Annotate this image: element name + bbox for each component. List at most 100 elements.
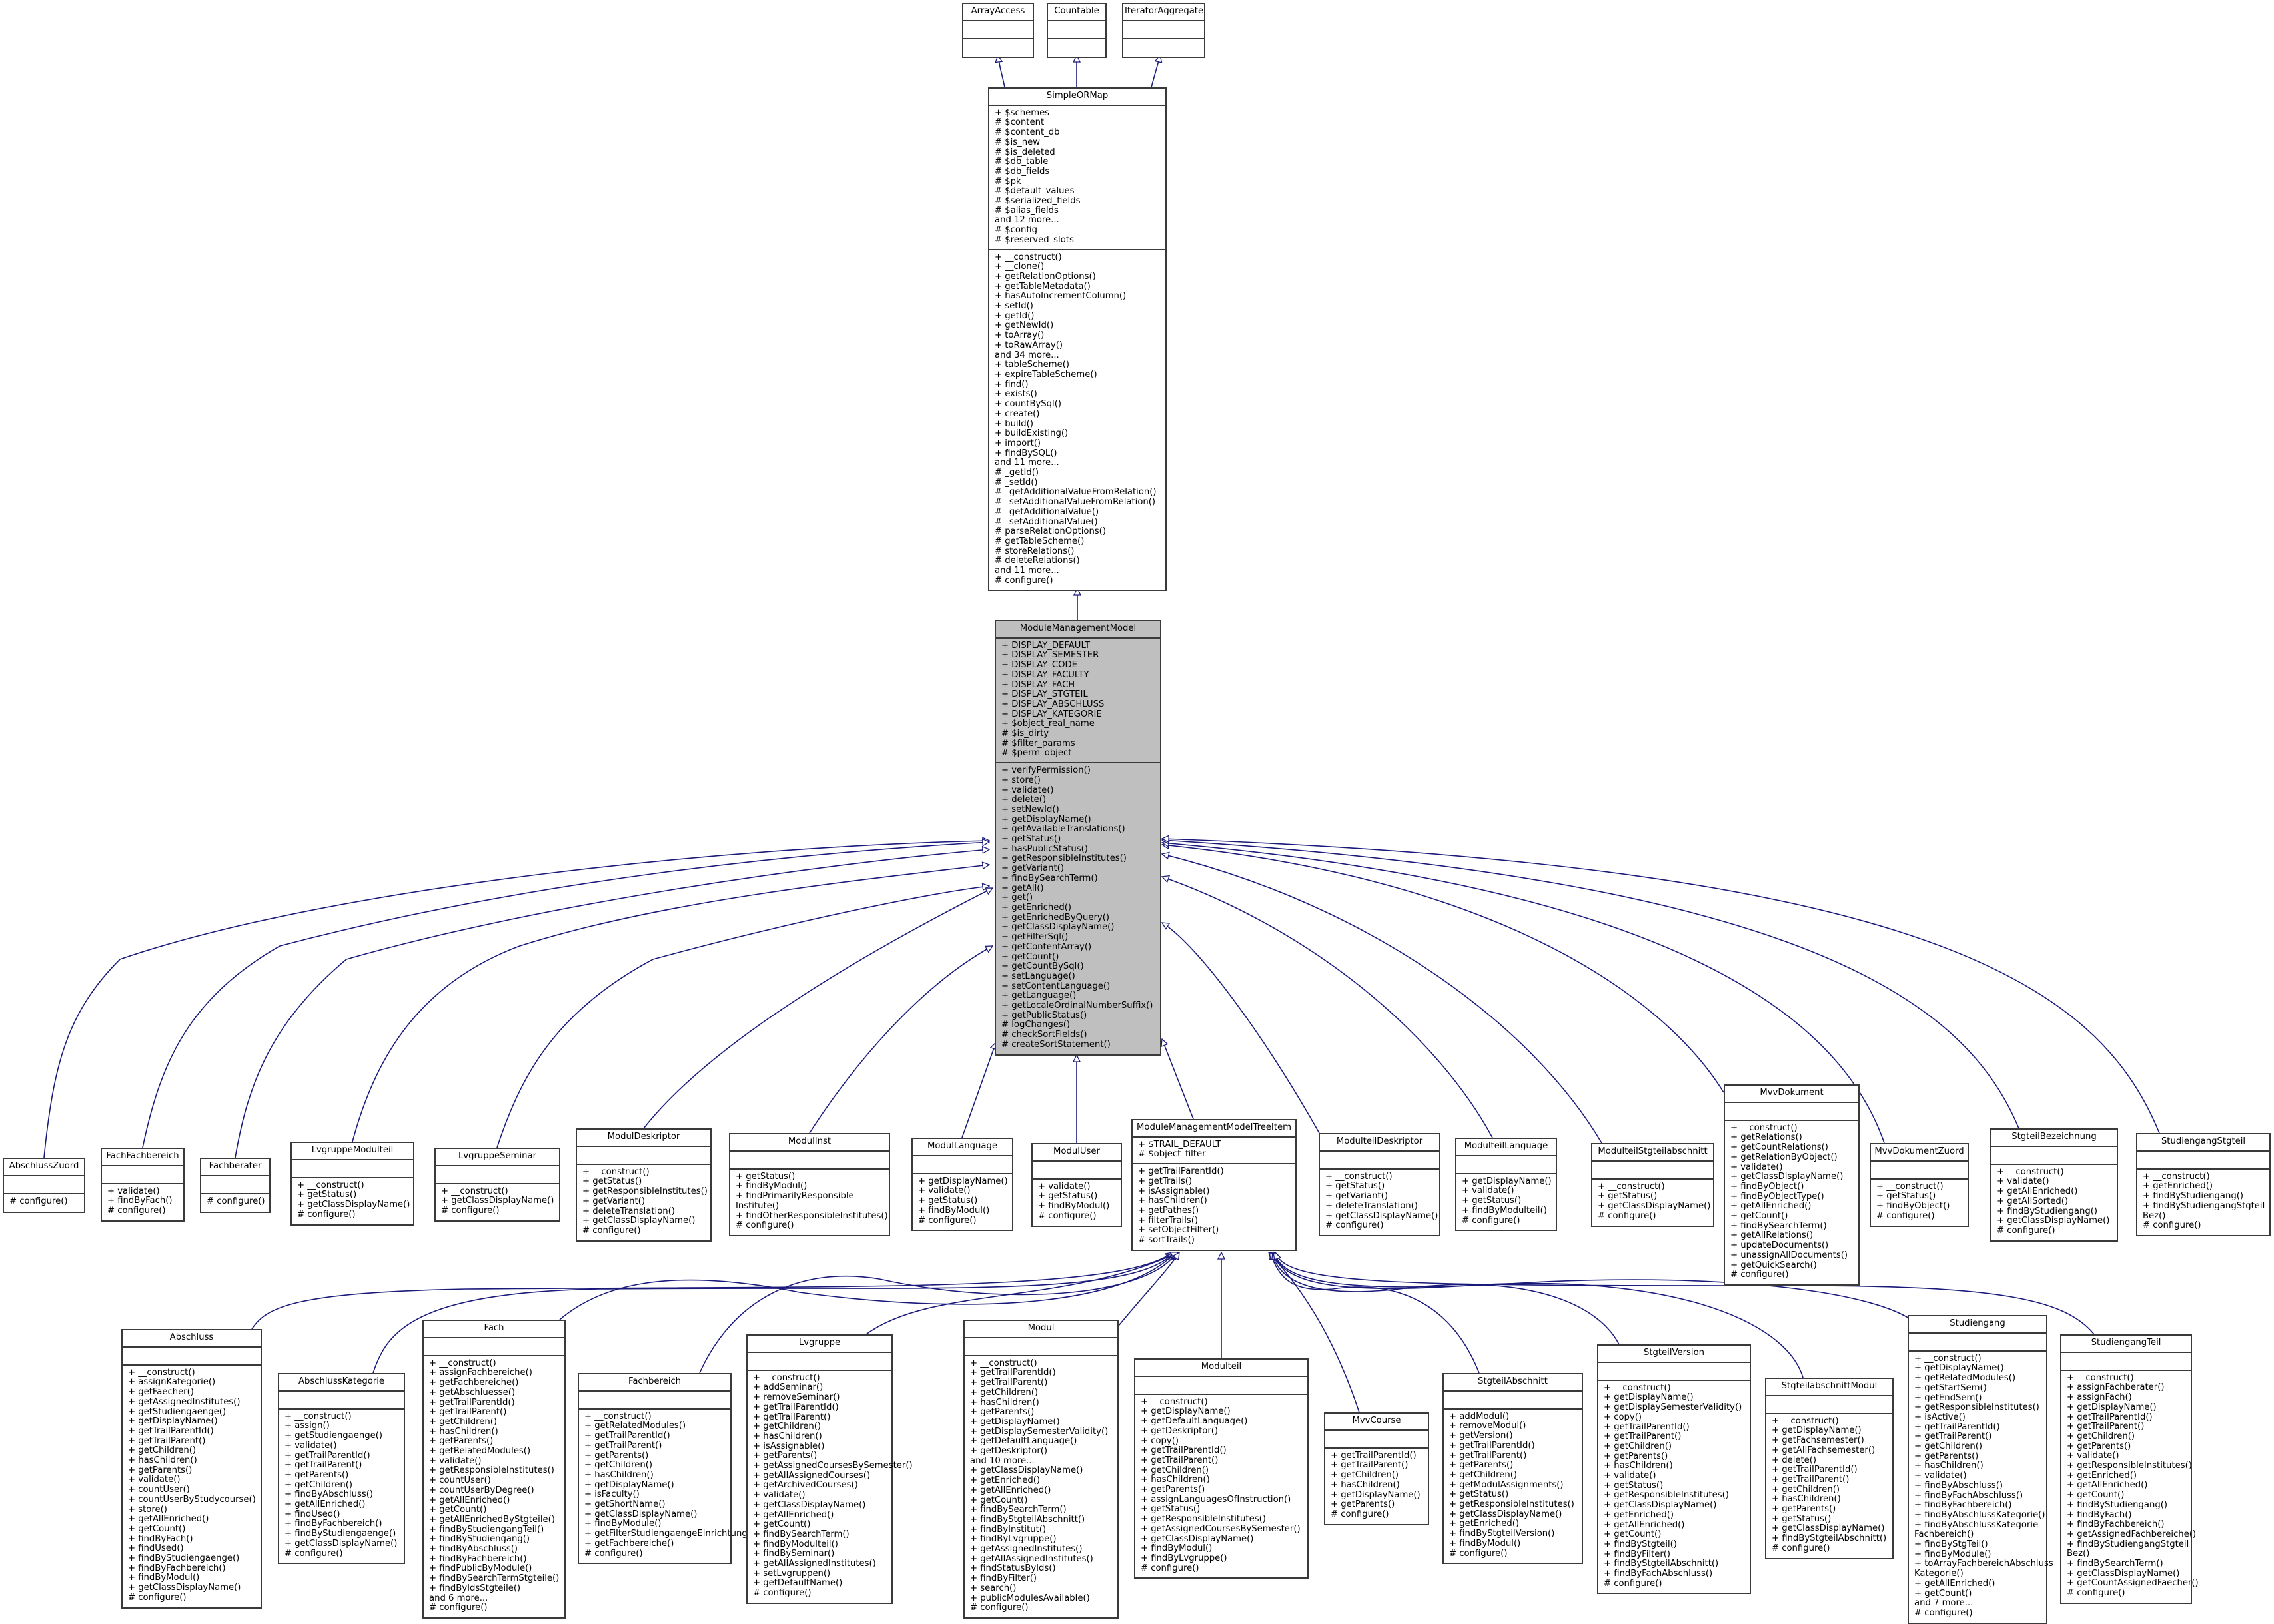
class-box-fachfachbereich[interactable]: FachFachbereich+ validate()+ findByFach(…	[101, 1148, 185, 1222]
class-box-modulteildeskriptor[interactable]: ModulteilDeskriptor+ __construct()+ getS…	[1319, 1133, 1440, 1236]
class-name[interactable]: LvgruppeSeminar	[436, 1149, 559, 1166]
class-box-mvvdokumentzuord[interactable]: MvvDokumentZuord+ __construct()+ getStat…	[1870, 1143, 1969, 1227]
class-box-modulteil[interactable]: Modulteil + __construct()+ getDisplayName…	[1134, 1358, 1309, 1579]
class-name[interactable]: Fach	[424, 1321, 564, 1338]
class-box-stgteilbezeichnung[interactable]: StgteilBezeichnung+ __construct()+ valid…	[1990, 1128, 2118, 1242]
class-name[interactable]: AbschlussKategorie	[279, 1374, 404, 1392]
operation: + getParents()	[1449, 1460, 1514, 1471]
class-name[interactable]: Fachberater	[201, 1159, 269, 1176]
class-box-fach[interactable]: Fach+ __construct()+ assignFachbereiche(…	[422, 1320, 566, 1619]
operation: + getChildren()	[1449, 1469, 1518, 1480]
operation: + __construct()	[1730, 1122, 1798, 1133]
class-name[interactable]: Abschluss	[123, 1330, 261, 1348]
class-box-modulteillanguage[interactable]: ModulteilLanguage+ getDisplayName()+ val…	[1455, 1138, 1557, 1232]
class-name[interactable]: Lvgruppe	[748, 1336, 891, 1353]
class-name[interactable]: Modul	[965, 1321, 1117, 1338]
operation: + findByFach()	[128, 1533, 193, 1544]
class-name[interactable]: ModulteilStgteilabschnitt	[1592, 1144, 1713, 1162]
attributes-compartment	[1991, 1147, 2117, 1165]
class-box-modulemanagementmodel[interactable]: ModuleManagementModel+ DISPLAY_DEFAULT+ …	[995, 620, 1161, 1056]
class-box-moduluser[interactable]: ModulUser+ validate()+ getStatus()+ find…	[1031, 1143, 1122, 1227]
class-name[interactable]: StgteilVersion	[1598, 1346, 1750, 1363]
class-box-abschluss[interactable]: Abschluss+ __construct()+ assignKategori…	[121, 1329, 262, 1609]
operations-compartment: + __construct()+ getDisplayName()+ getDe…	[1135, 1395, 1307, 1578]
class-box-studiengang[interactable]: Studiengang+ __construct()+ getDisplayNa…	[1908, 1315, 2053, 1624]
class-name[interactable]: MvvDokumentZuord	[1871, 1144, 1968, 1162]
operation: + findByObject()	[1730, 1181, 1804, 1192]
class-box-studiengangteil[interactable]: StudiengangTeil+ __construct()+ assignFa…	[2060, 1334, 2199, 1604]
class-name[interactable]: FachFachbereich	[102, 1149, 183, 1166]
operation: + getModulAssignments()	[1449, 1479, 1564, 1490]
class-name[interactable]: StudiengangTeil	[2061, 1336, 2191, 1353]
class-name[interactable]: ModulInst	[730, 1134, 889, 1152]
class-box-stgteilabschnittmodul[interactable]: StgteilabschnittModul+ __construct()+ ge…	[1765, 1378, 1894, 1559]
operation: + getCount()	[1730, 1211, 1788, 1222]
class-name[interactable]: AbschlussZuord	[4, 1159, 84, 1176]
class-box-moduldeskriptor[interactable]: ModulDeskriptor+ __construct()+ getStatu…	[576, 1128, 712, 1242]
operation: # _getAdditionalValue()	[995, 506, 1099, 517]
operation: Kategorie()	[1914, 1569, 1964, 1579]
class-box-studiengangstgteil[interactable]: StudiengangStgteil+ __construct()+ getEn…	[2136, 1133, 2271, 1236]
class-name[interactable]: MvvDokument	[1725, 1086, 1858, 1103]
class-box-modul[interactable]: Modul+ __construct()+ getTrailParentId()…	[963, 1320, 1119, 1619]
class-box-fachbereich[interactable]: Fachbereich+ __construct()+ getRelatedMo…	[578, 1373, 754, 1565]
class-box-abschlusszuord[interactable]: AbschlussZuord# configure()	[3, 1158, 85, 1213]
class-box-modullanguage[interactable]: ModulLanguage+ getDisplayName()+ validat…	[911, 1138, 1013, 1232]
class-box-lvgruppemodulteil[interactable]: LvgruppeModulteil+ __construct()+ getSta…	[290, 1142, 414, 1226]
class-box-countable[interactable]: Countable	[1047, 3, 1107, 58]
operation: + __construct()	[1325, 1171, 1393, 1182]
class-name[interactable]: SimpleORMap	[989, 89, 1165, 106]
class-box-stgteilabschnitt[interactable]: StgteilAbschnitt+ addModul()+ removeModu…	[1442, 1373, 1583, 1565]
class-name[interactable]: StudiengangStgteil	[2137, 1134, 2269, 1152]
operation: + getDisplayName()	[1141, 1406, 1231, 1417]
operation: + getNewId()	[995, 320, 1054, 331]
class-name[interactable]: LvgruppeModulteil	[292, 1143, 413, 1160]
class-box-simpleormap[interactable]: SimpleORMap+ $schemes# $content# $conten…	[988, 87, 1167, 592]
class-name[interactable]: Modulteil	[1135, 1360, 1307, 1377]
class-box-mvvdokument[interactable]: MvvDokument+ __construct()+ getRelations…	[1724, 1084, 1860, 1286]
operation: + getDisplayName()	[1604, 1392, 1694, 1403]
class-name[interactable]: ModuleManagementModelTreeItem	[1133, 1120, 1295, 1138]
class-box-iteratoraggregate[interactable]: IteratorAggregate	[1122, 3, 1205, 58]
class-name[interactable]: ModuleManagementModel	[996, 621, 1160, 639]
operation: + assignLanguagesOfInstruction()	[1141, 1494, 1291, 1505]
class-name[interactable]: ModulLanguage	[913, 1139, 1012, 1156]
class-name[interactable]: StgteilAbschnitt	[1444, 1374, 1582, 1392]
class-box-abschlusskategorie[interactable]: AbschlussKategorie+ __construct()+ assig…	[278, 1373, 405, 1565]
operation: + search()	[970, 1583, 1017, 1593]
class-name[interactable]: ModulteilDeskriptor	[1320, 1134, 1439, 1152]
class-box-modulteilstgteilabschnitt[interactable]: ModulteilStgteilabschnitt+ __construct()…	[1591, 1143, 1714, 1227]
class-name[interactable]: ArrayAccess	[963, 4, 1033, 21]
operation: + getAllRelations()	[1730, 1230, 1814, 1241]
operation: + findByFachbereich()	[284, 1519, 382, 1529]
operation: # configure()	[1914, 1607, 1973, 1618]
operation: # createSortStatement()	[1001, 1039, 1111, 1050]
class-name[interactable]: ModulUser	[1033, 1144, 1121, 1162]
attributes-compartment	[201, 1176, 269, 1194]
operation: # configure()	[1449, 1548, 1508, 1559]
operation: + findByAbschlussKategorie	[1914, 1519, 2039, 1530]
class-box-mvvcourse[interactable]: MvvCourse+ getTrailParentId()+ getTrailP…	[1324, 1412, 1429, 1525]
class-name[interactable]: Fachbereich	[579, 1374, 730, 1392]
attribute: + DISPLAY_SEMESTER	[1001, 650, 1099, 661]
class-name[interactable]: StgteilabschnittModul	[1766, 1379, 1892, 1396]
operation: + findByLvgruppe()	[970, 1534, 1057, 1545]
class-name[interactable]: ModulDeskriptor	[577, 1130, 710, 1147]
class-box-modulinst[interactable]: ModulInst+ getStatus()+ findByModul()+ f…	[729, 1133, 890, 1236]
class-box-arrayaccess[interactable]: ArrayAccess	[962, 3, 1034, 58]
operation: + findByStudiengang()	[429, 1534, 530, 1545]
class-box-stgteilversion[interactable]: StgteilVersion+ __construct()+ getDispla…	[1597, 1344, 1751, 1595]
class-name[interactable]: StgteilBezeichnung	[1991, 1130, 2117, 1147]
class-name[interactable]: ModulteilLanguage	[1456, 1139, 1556, 1156]
class-box-lvgruppeseminar[interactable]: LvgruppeSeminar+ __construct()+ getClass…	[434, 1148, 560, 1222]
class-box-lvgruppe[interactable]: Lvgruppe+ __construct()+ addSeminar()+ r…	[746, 1334, 913, 1604]
class-name[interactable]: Countable	[1048, 4, 1105, 21]
attribute: # $is_dirty	[1001, 729, 1049, 739]
class-name[interactable]: Studiengang	[1909, 1316, 2046, 1334]
class-name[interactable]: MvvCourse	[1325, 1414, 1428, 1431]
class-box-modulemanagementmodeltreeitem[interactable]: ModuleManagementModelTreeItem+ $TRAIL_DE…	[1131, 1119, 1297, 1251]
operation: + getFachbereiche()	[429, 1378, 519, 1388]
operation: + getDefaultLanguage()	[970, 1436, 1077, 1447]
class-box-fachberater[interactable]: Fachberater# configure()	[200, 1158, 271, 1213]
class-name[interactable]: IteratorAggregate	[1123, 4, 1204, 21]
